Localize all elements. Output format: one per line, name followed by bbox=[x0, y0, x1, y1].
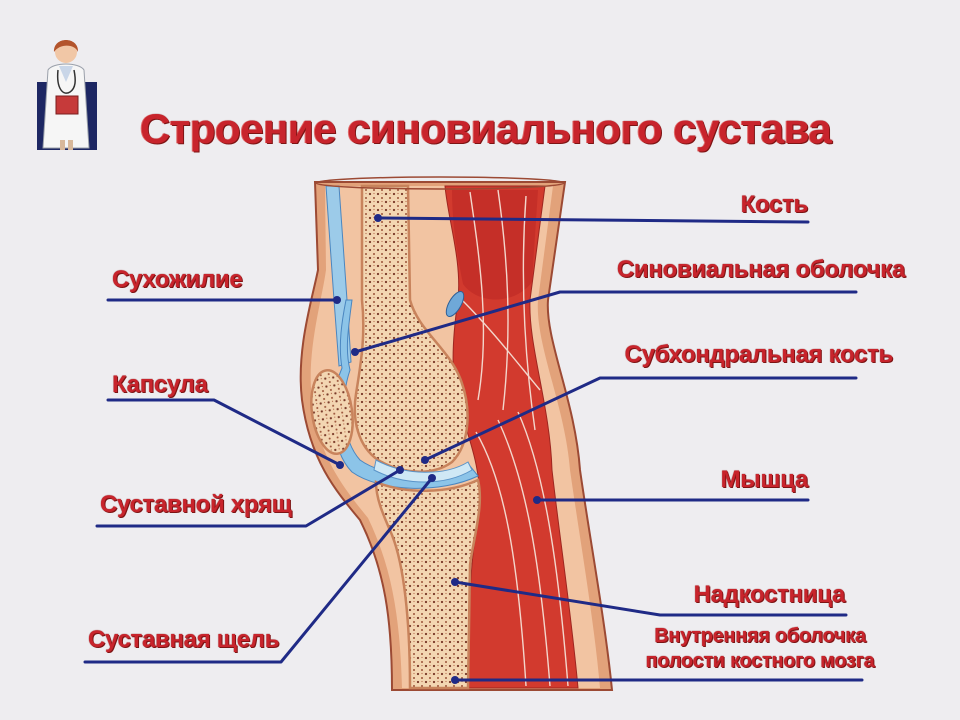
muscle-fiber bbox=[461, 299, 541, 391]
label-articular-cartilage: Суставной хрящ bbox=[100, 491, 292, 518]
label-periosteum: Надкостница bbox=[693, 581, 846, 608]
leader-line-articular-cartilage bbox=[95, 468, 402, 528]
label-joint-space: Суставная щель bbox=[88, 626, 280, 653]
label-endosteum-line2: полости костного мозга bbox=[645, 650, 875, 672]
muscle-fiber bbox=[522, 195, 536, 431]
muscle-fiber bbox=[469, 191, 485, 401]
muscle-fiber bbox=[497, 419, 551, 687]
doctor-collar bbox=[59, 66, 73, 82]
muscle-fibers bbox=[461, 189, 569, 687]
leader-dot-bone bbox=[374, 214, 382, 222]
femur bbox=[353, 184, 469, 473]
articular-cartilage bbox=[373, 459, 473, 483]
label-endosteum: Внутренняя оболочка полости костного моз… bbox=[630, 624, 890, 674]
doctor-folder bbox=[55, 95, 79, 115]
leader-dots bbox=[333, 214, 541, 684]
leader-line-joint-space bbox=[83, 476, 434, 664]
knee-illustration bbox=[299, 176, 614, 691]
tibia bbox=[374, 478, 482, 690]
leader-dot-periosteum bbox=[451, 578, 459, 586]
label-endosteum-line1: Внутренняя оболочка bbox=[654, 625, 866, 647]
section-top-rim bbox=[315, 176, 565, 190]
muscle-fiber bbox=[475, 431, 527, 687]
label-synovial-membrane: Синовиальная оболочка bbox=[616, 256, 905, 283]
label-capsule: Капсула bbox=[112, 371, 208, 398]
label-subchondral-bone: Субхондральная кость bbox=[624, 341, 894, 368]
label-tendon: Сухожилие bbox=[112, 266, 243, 293]
muscle-fiber bbox=[517, 411, 569, 687]
leader-dot-synovial-membrane bbox=[351, 348, 359, 356]
leader-dot-endosteum bbox=[451, 676, 459, 684]
doctor-hair bbox=[53, 40, 79, 52]
leader-line-periosteum bbox=[453, 580, 848, 617]
leader-line-capsule bbox=[106, 398, 342, 467]
doctor-icon bbox=[37, 40, 97, 150]
leader-dot-joint-space bbox=[428, 474, 436, 482]
leader-dot-tendon bbox=[333, 296, 341, 304]
stethoscope bbox=[56, 69, 76, 94]
page-title: Строение синовиального сустава bbox=[140, 105, 832, 152]
leader-line-bone bbox=[376, 216, 810, 224]
muscle-fiber bbox=[497, 189, 509, 411]
leader-line-subchondral-bone bbox=[423, 376, 858, 462]
blood-vessel bbox=[445, 291, 465, 317]
patella bbox=[310, 369, 354, 455]
label-muscle: Мышца bbox=[720, 466, 809, 493]
leader-lines bbox=[83, 216, 864, 682]
leader-line-synovial-membrane bbox=[353, 290, 858, 354]
leader-dot-capsule bbox=[336, 461, 344, 469]
leader-dot-subchondral-bone bbox=[421, 456, 429, 464]
label-bone: Кость bbox=[740, 191, 809, 218]
leader-dot-muscle bbox=[533, 496, 541, 504]
leader-dot-articular-cartilage bbox=[396, 466, 404, 474]
doctor-leg bbox=[68, 140, 73, 150]
doctor-leg bbox=[60, 140, 65, 150]
